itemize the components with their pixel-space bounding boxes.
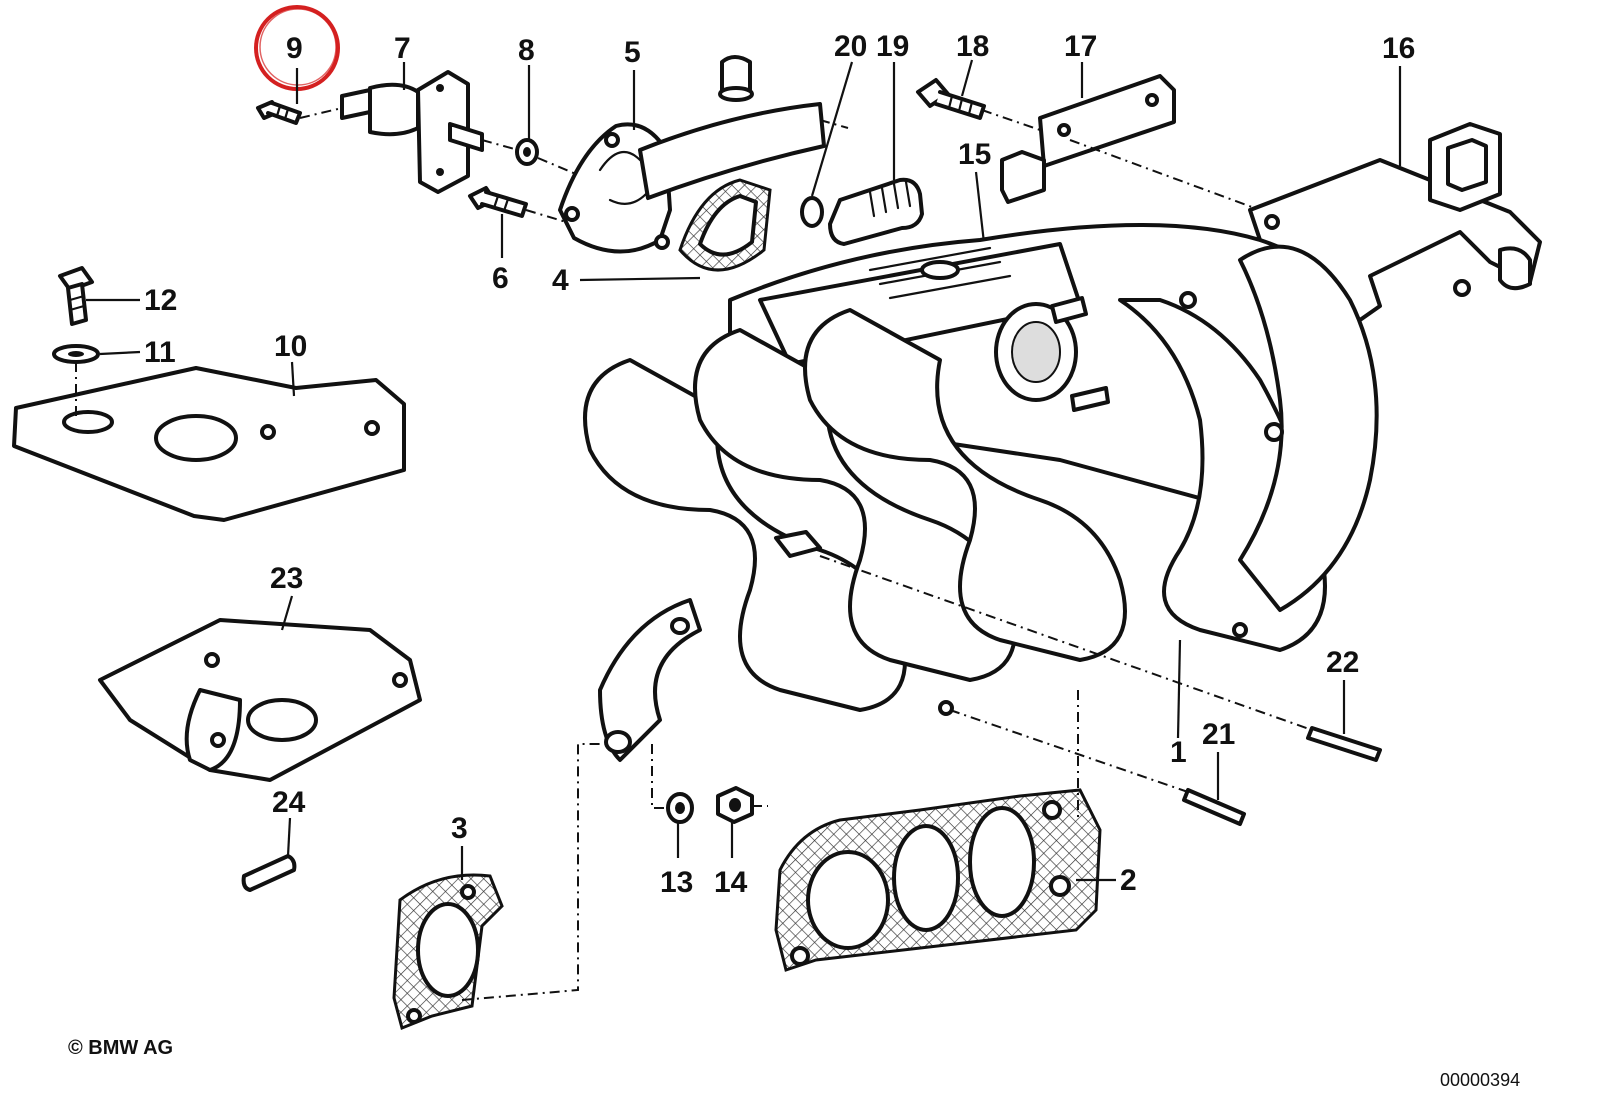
part-17-bracket[interactable] [981, 62, 1261, 211]
part-13-washer[interactable] [651, 744, 694, 858]
part-7-idle-valve[interactable] [299, 62, 519, 194]
copyright-label: © BMW AG [68, 1037, 173, 1059]
callout-18[interactable]: 18 [956, 30, 989, 63]
callout-10[interactable]: 10 [274, 330, 307, 363]
part-14-nut[interactable] [716, 786, 768, 858]
callout-13[interactable]: 13 [660, 866, 693, 899]
callout-23[interactable]: 23 [270, 562, 303, 595]
part-3-gasket[interactable] [392, 743, 606, 1031]
callout-6[interactable]: 6 [492, 262, 509, 295]
part-20-seal-ring[interactable] [800, 61, 854, 228]
callout-9[interactable]: 9 [286, 32, 303, 65]
part-22-stud[interactable] [819, 555, 1382, 762]
figure-id-label: 00000394 [1440, 1070, 1520, 1090]
part-1-intake-manifold[interactable] [583, 223, 1379, 762]
callout-3[interactable]: 3 [451, 812, 468, 845]
callout-15[interactable]: 15 [958, 138, 991, 171]
part-11-washer[interactable] [52, 344, 141, 364]
callout-24[interactable]: 24 [272, 786, 306, 819]
callout-8[interactable]: 8 [518, 34, 535, 67]
callout-4[interactable]: 4 [552, 264, 569, 297]
part-4-gasket[interactable] [579, 178, 772, 282]
callout-22[interactable]: 22 [1326, 646, 1359, 679]
callout-16[interactable]: 16 [1382, 32, 1415, 65]
part-2-manifold-gasket[interactable] [774, 690, 1116, 972]
callout-12[interactable]: 12 [144, 284, 177, 317]
callout-20[interactable]: 20 [834, 30, 867, 63]
callout-21[interactable]: 21 [1202, 718, 1235, 751]
part-24-pin[interactable] [241, 817, 297, 892]
callout-17[interactable]: 17 [1064, 30, 1097, 63]
part-19-sensor[interactable] [828, 62, 924, 246]
callout-19[interactable]: 19 [876, 30, 909, 63]
part-6-bolt[interactable] [468, 186, 567, 258]
callout-11[interactable]: 11 [144, 336, 176, 369]
part-21-stud[interactable] [949, 709, 1246, 826]
part-9-bolt[interactable] [256, 68, 302, 125]
part-12-bolt[interactable] [58, 266, 140, 326]
callout-1[interactable]: 1 [1170, 736, 1187, 769]
callout-2[interactable]: 2 [1120, 864, 1137, 897]
callout-7[interactable]: 7 [394, 32, 411, 65]
part-5-pipe-housing[interactable] [558, 55, 849, 254]
part-10-mounting-plate[interactable] [12, 361, 406, 522]
callout-14[interactable]: 14 [714, 866, 748, 899]
part-23-bracket[interactable] [98, 595, 422, 782]
part-8-washer[interactable] [515, 65, 591, 181]
callout-5[interactable]: 5 [624, 36, 641, 69]
part-18-bolt[interactable] [916, 59, 986, 120]
